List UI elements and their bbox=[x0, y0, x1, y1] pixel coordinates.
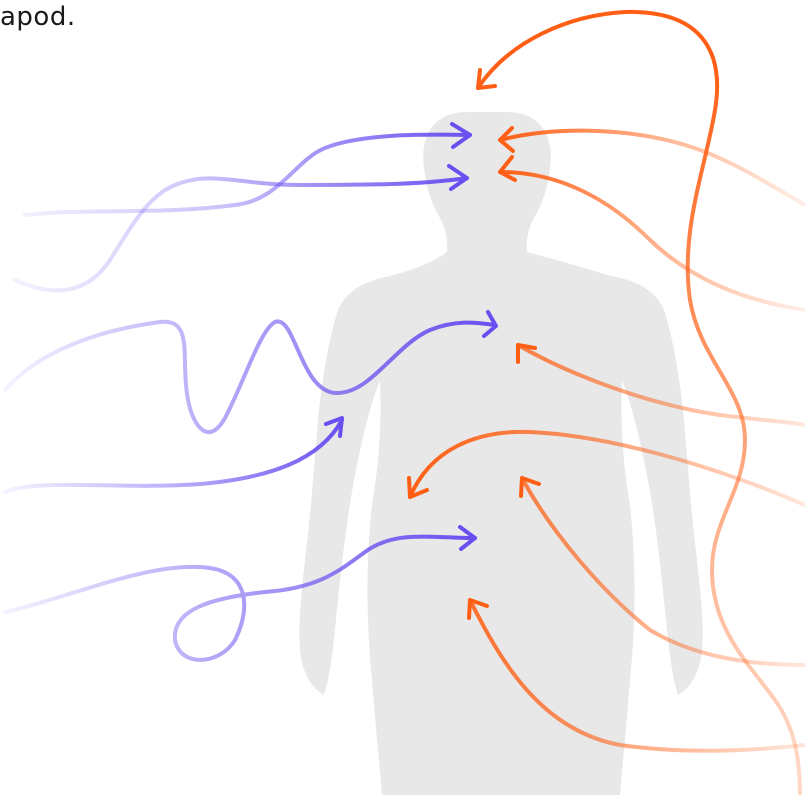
body bbox=[299, 252, 702, 795]
purple-arrow-2 bbox=[25, 124, 470, 215]
purple-arrow-1 bbox=[15, 166, 467, 290]
human-silhouette bbox=[299, 112, 702, 795]
purple-arrow-4 bbox=[5, 418, 342, 492]
